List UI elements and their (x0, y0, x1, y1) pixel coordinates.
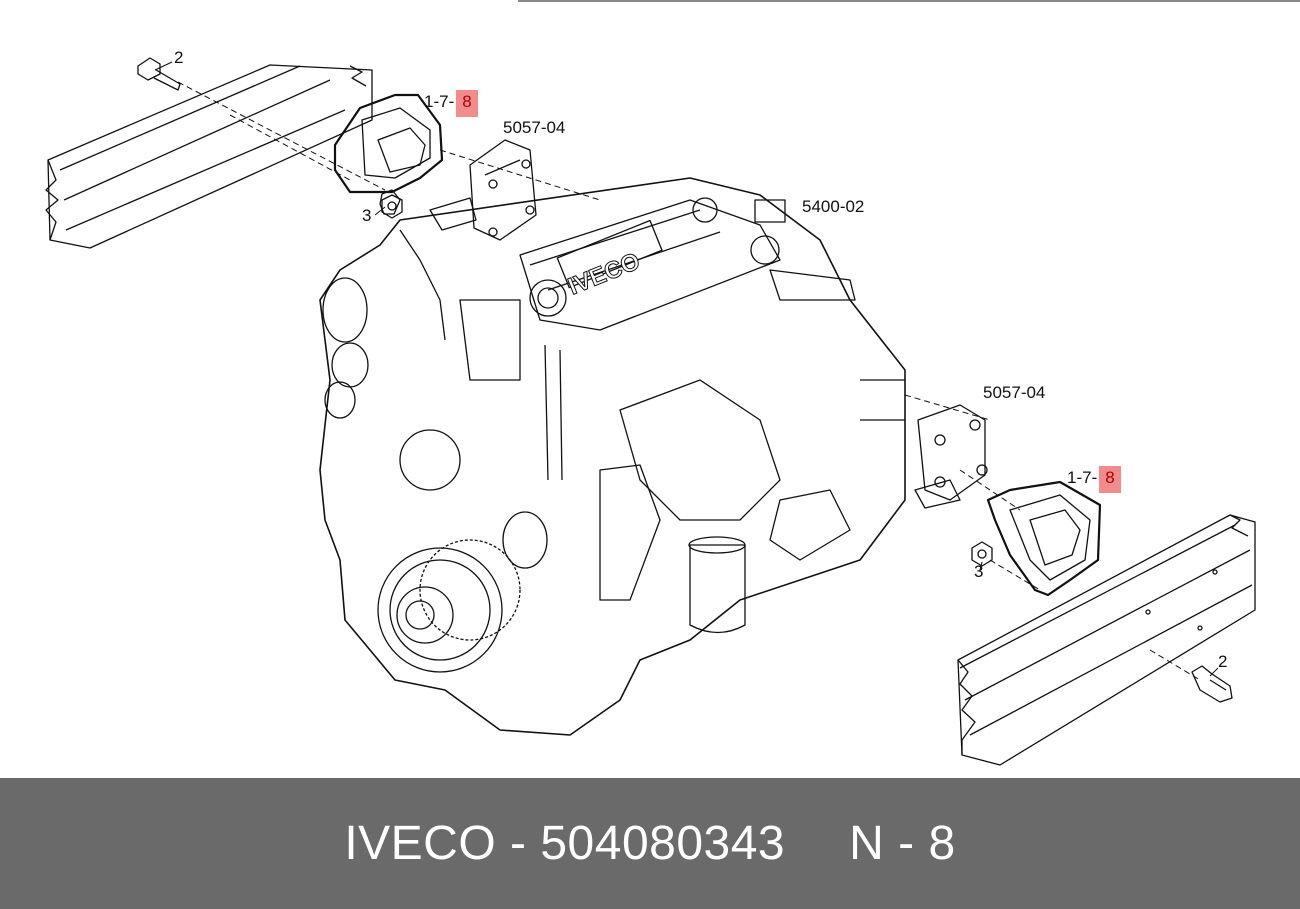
position-separator: - (898, 817, 915, 870)
callout-mount-right: 1-7-8 (1067, 466, 1121, 493)
nut-right (971, 541, 993, 567)
bolt-right (1191, 665, 1233, 703)
part-caption: IVECO - 504080343 N - 8 (0, 778, 1300, 909)
callout-engine: 5400-02 (802, 197, 865, 216)
bracket-top (429, 139, 537, 241)
position-label: N (849, 817, 885, 870)
callout-mount-right-prefix: 1-7- (1067, 468, 1098, 487)
callout-mount-top-highlight: 8 (456, 90, 478, 117)
frame-rail-right (957, 514, 1256, 766)
callout-mount-top-prefix: 1-7- (424, 92, 455, 111)
part-number: 504080343 (540, 817, 786, 870)
bolt-top-left (137, 57, 181, 91)
nut-top (381, 194, 403, 219)
bracket-right (914, 404, 988, 509)
callout-bolt-top: 2 (174, 48, 184, 67)
callout-bracket-right: 5057-04 (983, 383, 1046, 402)
footer-bar: IVECO - 504080343 N - 8 (0, 778, 1300, 909)
engine-block (319, 177, 906, 736)
engine-mount-right (986, 480, 1102, 597)
engine-mount-drawing: IVECO (45, 0, 1300, 766)
callout-nut-right: 3 (974, 562, 984, 581)
parts-diagram: IVECO 2 3 1-7-8 5057-04 5400-02 5057-04 … (45, 0, 1300, 766)
callout-nut-top: 3 (362, 206, 372, 225)
brand-separator: - (510, 817, 527, 870)
frame-rail-left (45, 64, 373, 249)
brand-name: IVECO (344, 817, 497, 870)
engine-logo-text: IVECO (564, 248, 643, 301)
position-value: 8 (928, 817, 956, 870)
callout-bolt-right: 2 (1218, 652, 1228, 671)
callout-mount-top: 1-7-8 (424, 90, 478, 117)
engine-mount-top (333, 93, 444, 215)
callout-bracket-top: 5057-04 (503, 118, 566, 137)
callout-mount-right-highlight: 8 (1099, 466, 1121, 493)
